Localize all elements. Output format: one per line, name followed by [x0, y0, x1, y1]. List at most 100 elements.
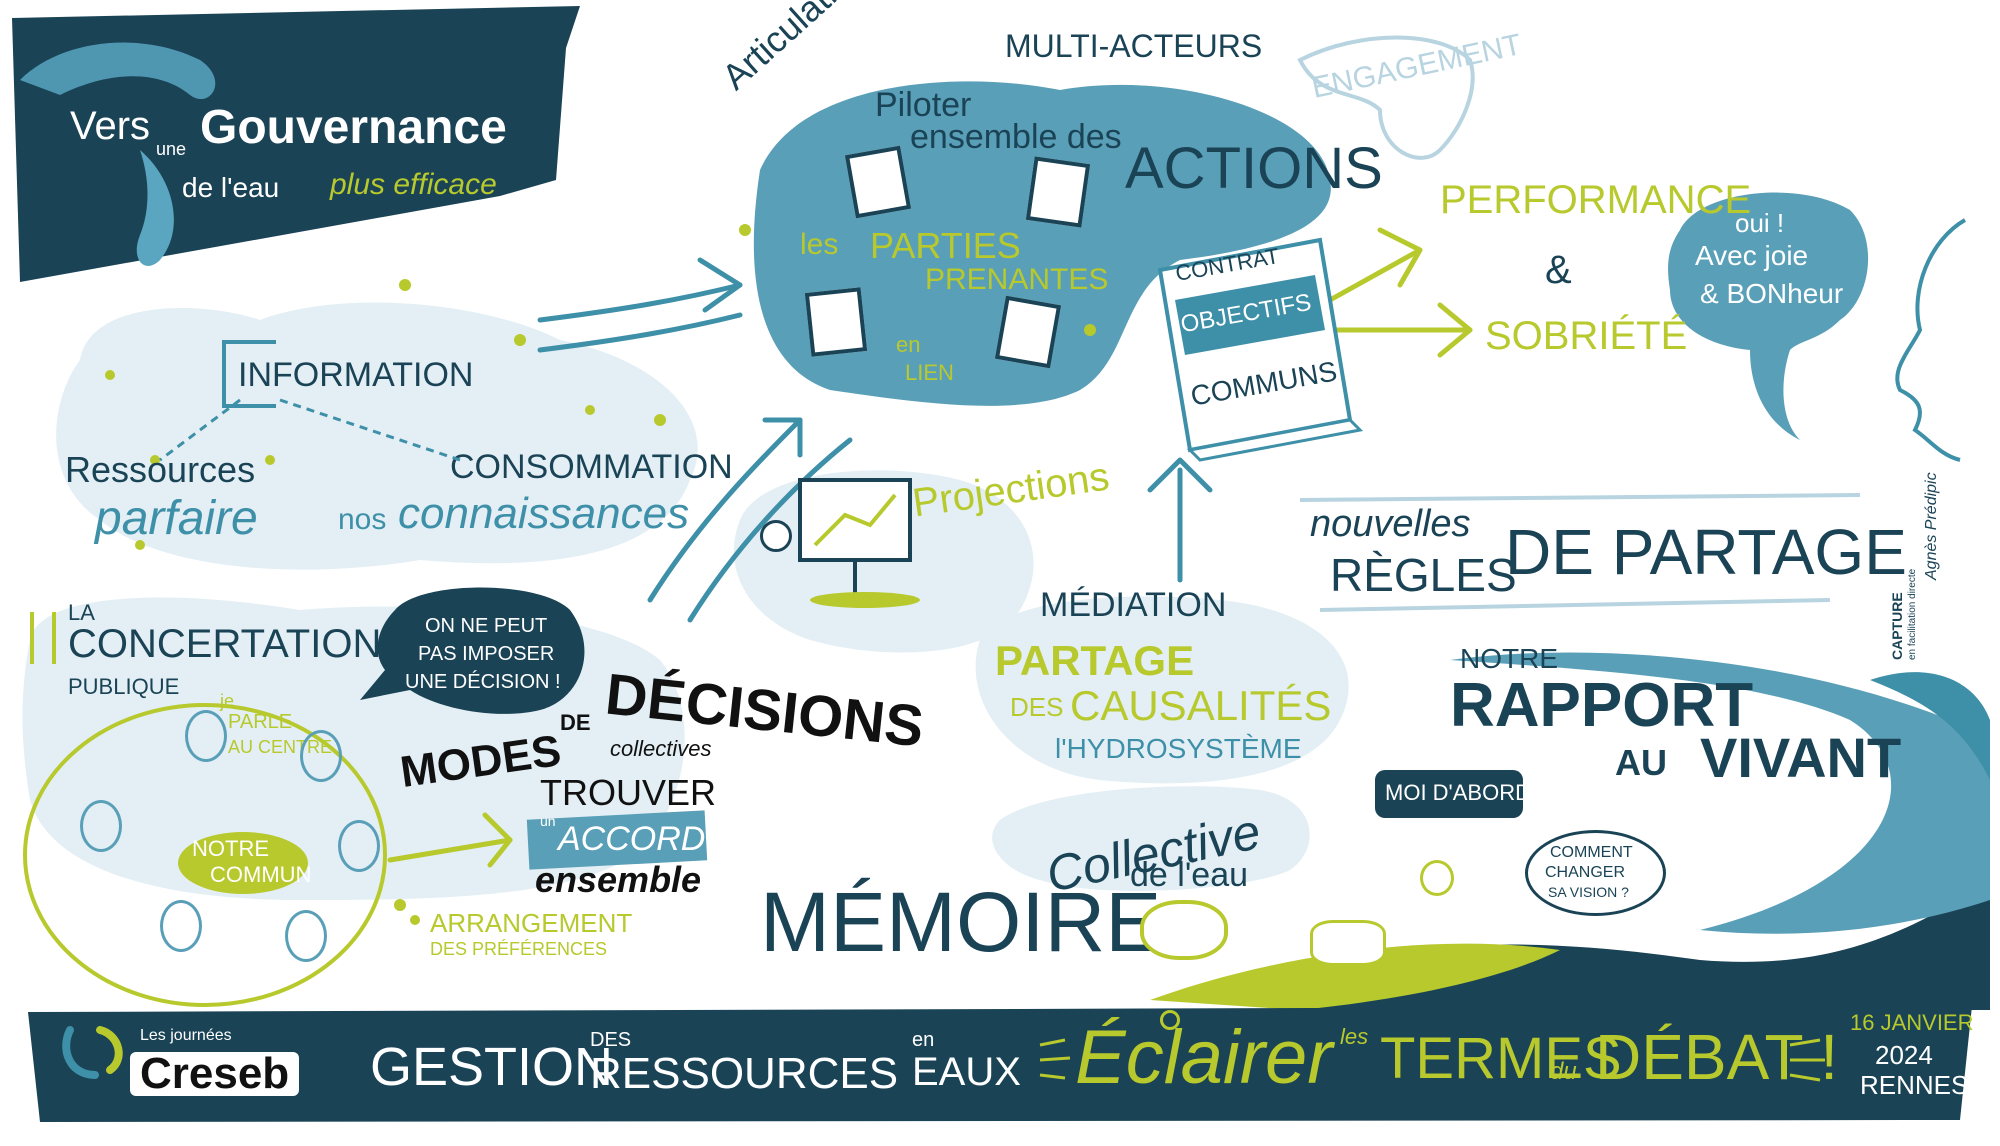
arrow-information-to-actions-2 [537, 312, 743, 353]
trouver-label: TROUVER [540, 772, 717, 813]
parfaire-label: parfaire [95, 492, 258, 545]
memoire-cloud [992, 786, 1310, 891]
arrangement-label: ARRANGEMENT [430, 908, 633, 938]
easel-ground [810, 592, 920, 608]
title-plus-efficace: plus efficace [330, 168, 497, 201]
sobriete-label: SOBRIÉTÉ [1485, 314, 1688, 358]
comment-line-2: CHANGER [1545, 864, 1626, 881]
notre-vivant-label: NOTRE [1460, 643, 1558, 674]
person-icon [760, 520, 792, 552]
arrow-to-sobriete-head [1437, 302, 1473, 358]
rapport-label: RAPPORT [1450, 671, 1754, 740]
arrow-concertation-to-decisions [387, 837, 513, 863]
farmer-icon [1420, 860, 1454, 896]
en-label: en [896, 332, 921, 357]
information-dashed-lines [159, 398, 461, 462]
nos-label: nos [338, 503, 387, 536]
title-vers: Vers [70, 104, 151, 148]
au-label: AU [1615, 742, 1667, 783]
lien-label: LIEN [905, 360, 954, 385]
un-label: un [540, 813, 556, 829]
connaissances-label: connaissances [398, 489, 690, 538]
eclairer-label: Éclairer [1075, 1015, 1333, 1100]
person-icon [338, 820, 380, 872]
avec-joie-label: Avec joie [1695, 240, 1809, 271]
parle-label: PARLE [228, 711, 293, 733]
moi-dabord-bubble [1375, 770, 1523, 818]
signature-author: Agnès Prédipic [1923, 472, 1940, 580]
commun-label: COMMUN [210, 862, 312, 887]
prenantes-label: PRENANTES [925, 263, 1109, 296]
debat-label: DÉBAT ! [1595, 1021, 1839, 1093]
notre-commun-ellipse [178, 832, 308, 894]
information-cloud [56, 302, 698, 570]
lime-dots [105, 224, 1096, 925]
du-label: du [1550, 1058, 1577, 1085]
bonheur-label: & BONheur [1700, 278, 1844, 309]
nouvelles-label: nouvelles [1310, 503, 1471, 545]
arrow-information-to-actions-head [697, 257, 743, 313]
city-label: RENNES [1860, 1070, 1969, 1100]
title-splash-shape [20, 42, 216, 100]
character-icon [1025, 156, 1091, 228]
ampersand-label: & [1545, 248, 1572, 292]
moi-dabord-label: MOI D'ABORD ! [1385, 780, 1544, 805]
concertation-circle [23, 703, 387, 1007]
cow-icon [1310, 920, 1386, 966]
information-label: INFORMATION [238, 356, 474, 394]
publique-label: PUBLIQUE [68, 674, 180, 699]
je-label: je [220, 691, 235, 711]
speech-line-1: ON NE PEUT [425, 615, 548, 637]
hydrosysteme-label: l'HYDROSYSTÈME [1055, 733, 1302, 764]
la-label: LA [68, 600, 95, 625]
arrow-mediation-up-head [1147, 457, 1213, 493]
creseb-logo-swirl [62, 1026, 123, 1079]
mediation-label: MÉDIATION [1040, 586, 1227, 624]
de-partage-label: DE PARTAGE [1505, 516, 1907, 588]
title-de-l-eau: de l'eau [182, 172, 280, 203]
person-icon [285, 910, 327, 962]
footer-en-label: en [912, 1029, 935, 1051]
comment-line-1: COMMENT [1550, 844, 1633, 861]
year-label: 2024 [1875, 1040, 1933, 1070]
memoire-label: MÉMOIRE [760, 875, 1162, 969]
title-drop-shape [136, 150, 174, 266]
speech-line-3: UNE DÉCISION ! [405, 671, 561, 693]
title-une: une [156, 139, 187, 159]
person-icon [300, 730, 342, 782]
memoire-de-l-eau-label: de l'eau [1130, 856, 1249, 894]
causalites-label: CAUSALITÉS [1070, 682, 1332, 729]
consommation-label: CONSOMMATION [450, 448, 733, 486]
arrow-information-to-actions [537, 282, 743, 323]
ressources-label: Ressources [65, 449, 256, 490]
creseb-label: Creseb [130, 1052, 300, 1096]
person-icon [80, 800, 122, 852]
partage-rule-bottom [1319, 598, 1831, 612]
parties-label: PARTIES [870, 225, 1021, 266]
arrow-to-performance [1327, 247, 1423, 303]
date-label: 16 JANVIER [1850, 1010, 1974, 1035]
tree-icon [1140, 900, 1228, 960]
decision-speech-bubble [360, 587, 585, 714]
performance-label: PERFORMANCE [1440, 178, 1752, 222]
person-icon [185, 710, 227, 762]
partage-rule-top [1299, 493, 1861, 502]
wave-crest [1870, 672, 1990, 780]
arrows [537, 257, 1213, 623]
green-hill [1150, 943, 1560, 1010]
comment-bubble [1525, 830, 1666, 916]
des-preferences-label: DES PRÉFÉRENCES [430, 939, 608, 959]
title-gouvernance: Gouvernance [200, 101, 507, 154]
concertation-bars [30, 612, 56, 664]
footer-band [28, 1006, 1972, 1122]
engagement-banner [1297, 35, 1475, 160]
joy-speech-bubble [1668, 192, 1869, 440]
vivant-label: VIVANT [1700, 726, 1902, 789]
signature-facilitation: en facilitation directe [1907, 568, 1918, 660]
character-icon [804, 287, 868, 357]
arrow-decisions-to-actions [647, 417, 803, 603]
face-profile [1895, 218, 1967, 462]
lime-arrows [387, 227, 1473, 868]
character-icon [844, 145, 912, 219]
